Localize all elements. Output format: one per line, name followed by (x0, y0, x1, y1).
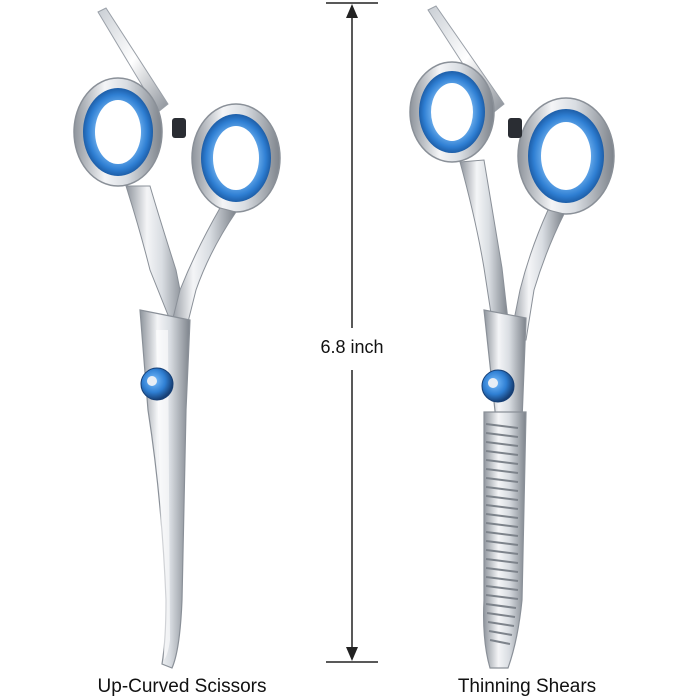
thinning-shears-caption: Thinning Shears (457, 676, 597, 697)
thinning-shears-icon (409, 5, 615, 669)
up-curved-scissors-icon (73, 7, 281, 669)
dimension-label: 6.8 inch (320, 337, 384, 357)
dimension-arrow (326, 2, 378, 663)
up-curved-scissors-caption: Up-Curved Scissors (97, 676, 267, 697)
